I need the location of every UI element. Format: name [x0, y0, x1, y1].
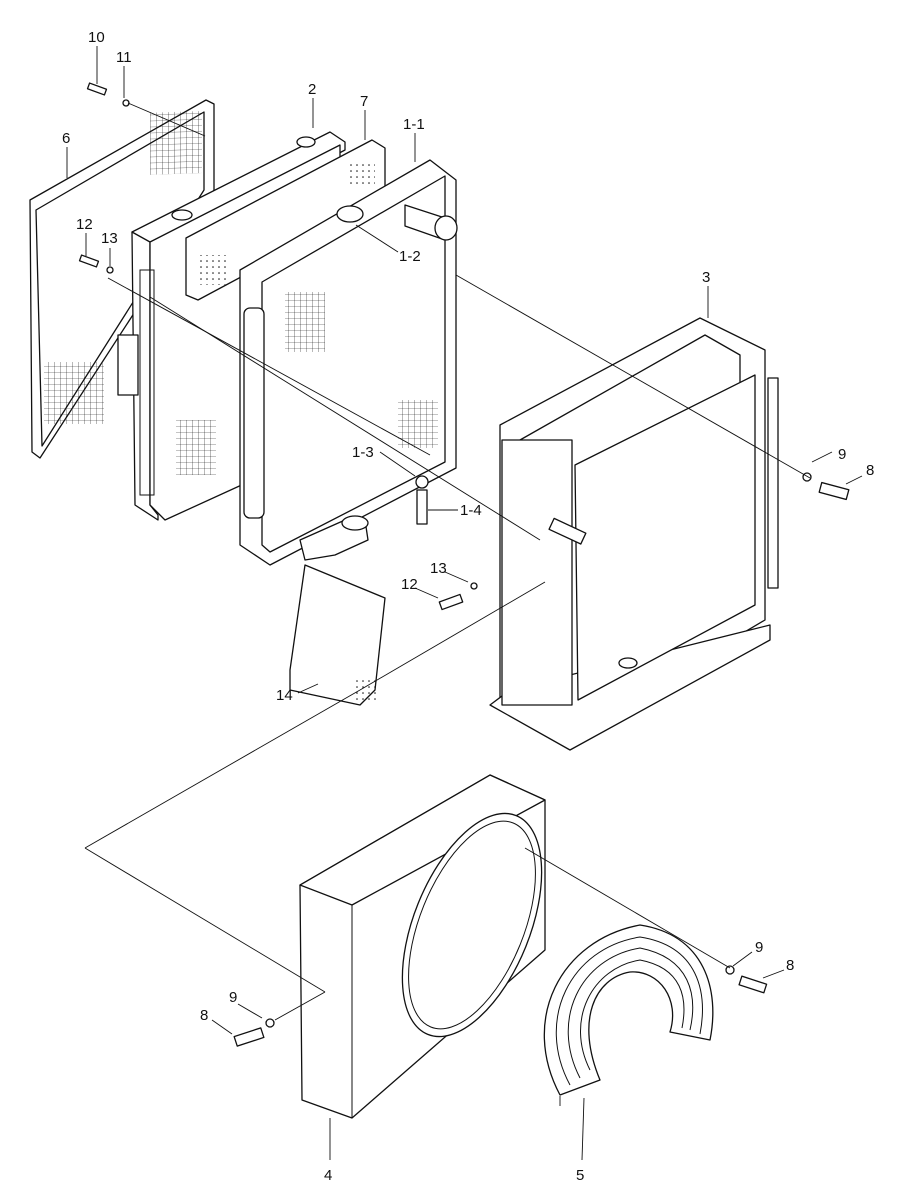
callout-9-guard: 9	[755, 939, 763, 956]
callout-11: 11	[116, 49, 132, 66]
shroud-piece-part	[289, 564, 386, 706]
callout-8-left: 8	[200, 1007, 208, 1024]
callout-4: 4	[324, 1167, 332, 1184]
callout-5: 5	[576, 1167, 584, 1184]
callout-3: 3	[702, 269, 710, 286]
callout-10: 10	[88, 29, 105, 46]
callout-13-top: 13	[101, 230, 118, 247]
callout-12-mid: 12	[401, 576, 418, 593]
callout-9-left: 9	[229, 989, 237, 1006]
screen-part	[29, 99, 215, 459]
callout-12-top: 12	[76, 216, 93, 233]
leader-lines	[66, 46, 863, 1161]
callout-1-4: 1-4	[460, 502, 482, 519]
fan-guard-part	[543, 924, 714, 1096]
callout-8-right: 8	[866, 462, 874, 479]
callout-2: 2	[308, 81, 316, 98]
callout-labels: 10 11 6 2 7 1-1 12 13 1-2 3 9 8 1-3 1-4 …	[62, 29, 874, 1184]
fasteners	[78, 82, 850, 1047]
callout-8-guard: 8	[786, 957, 794, 974]
callout-6: 6	[62, 130, 70, 147]
frame-part	[489, 317, 779, 751]
fan-shroud-part	[299, 774, 546, 1119]
callout-9-right: 9	[838, 446, 846, 463]
callout-7: 7	[360, 93, 368, 110]
callout-1-2: 1-2	[399, 248, 421, 265]
callout-1-3: 1-3	[352, 444, 374, 461]
callout-13-mid: 13	[430, 560, 447, 577]
callout-14: 14	[276, 687, 293, 704]
callout-1-1: 1-1	[403, 116, 425, 133]
radiator-part	[239, 159, 458, 566]
